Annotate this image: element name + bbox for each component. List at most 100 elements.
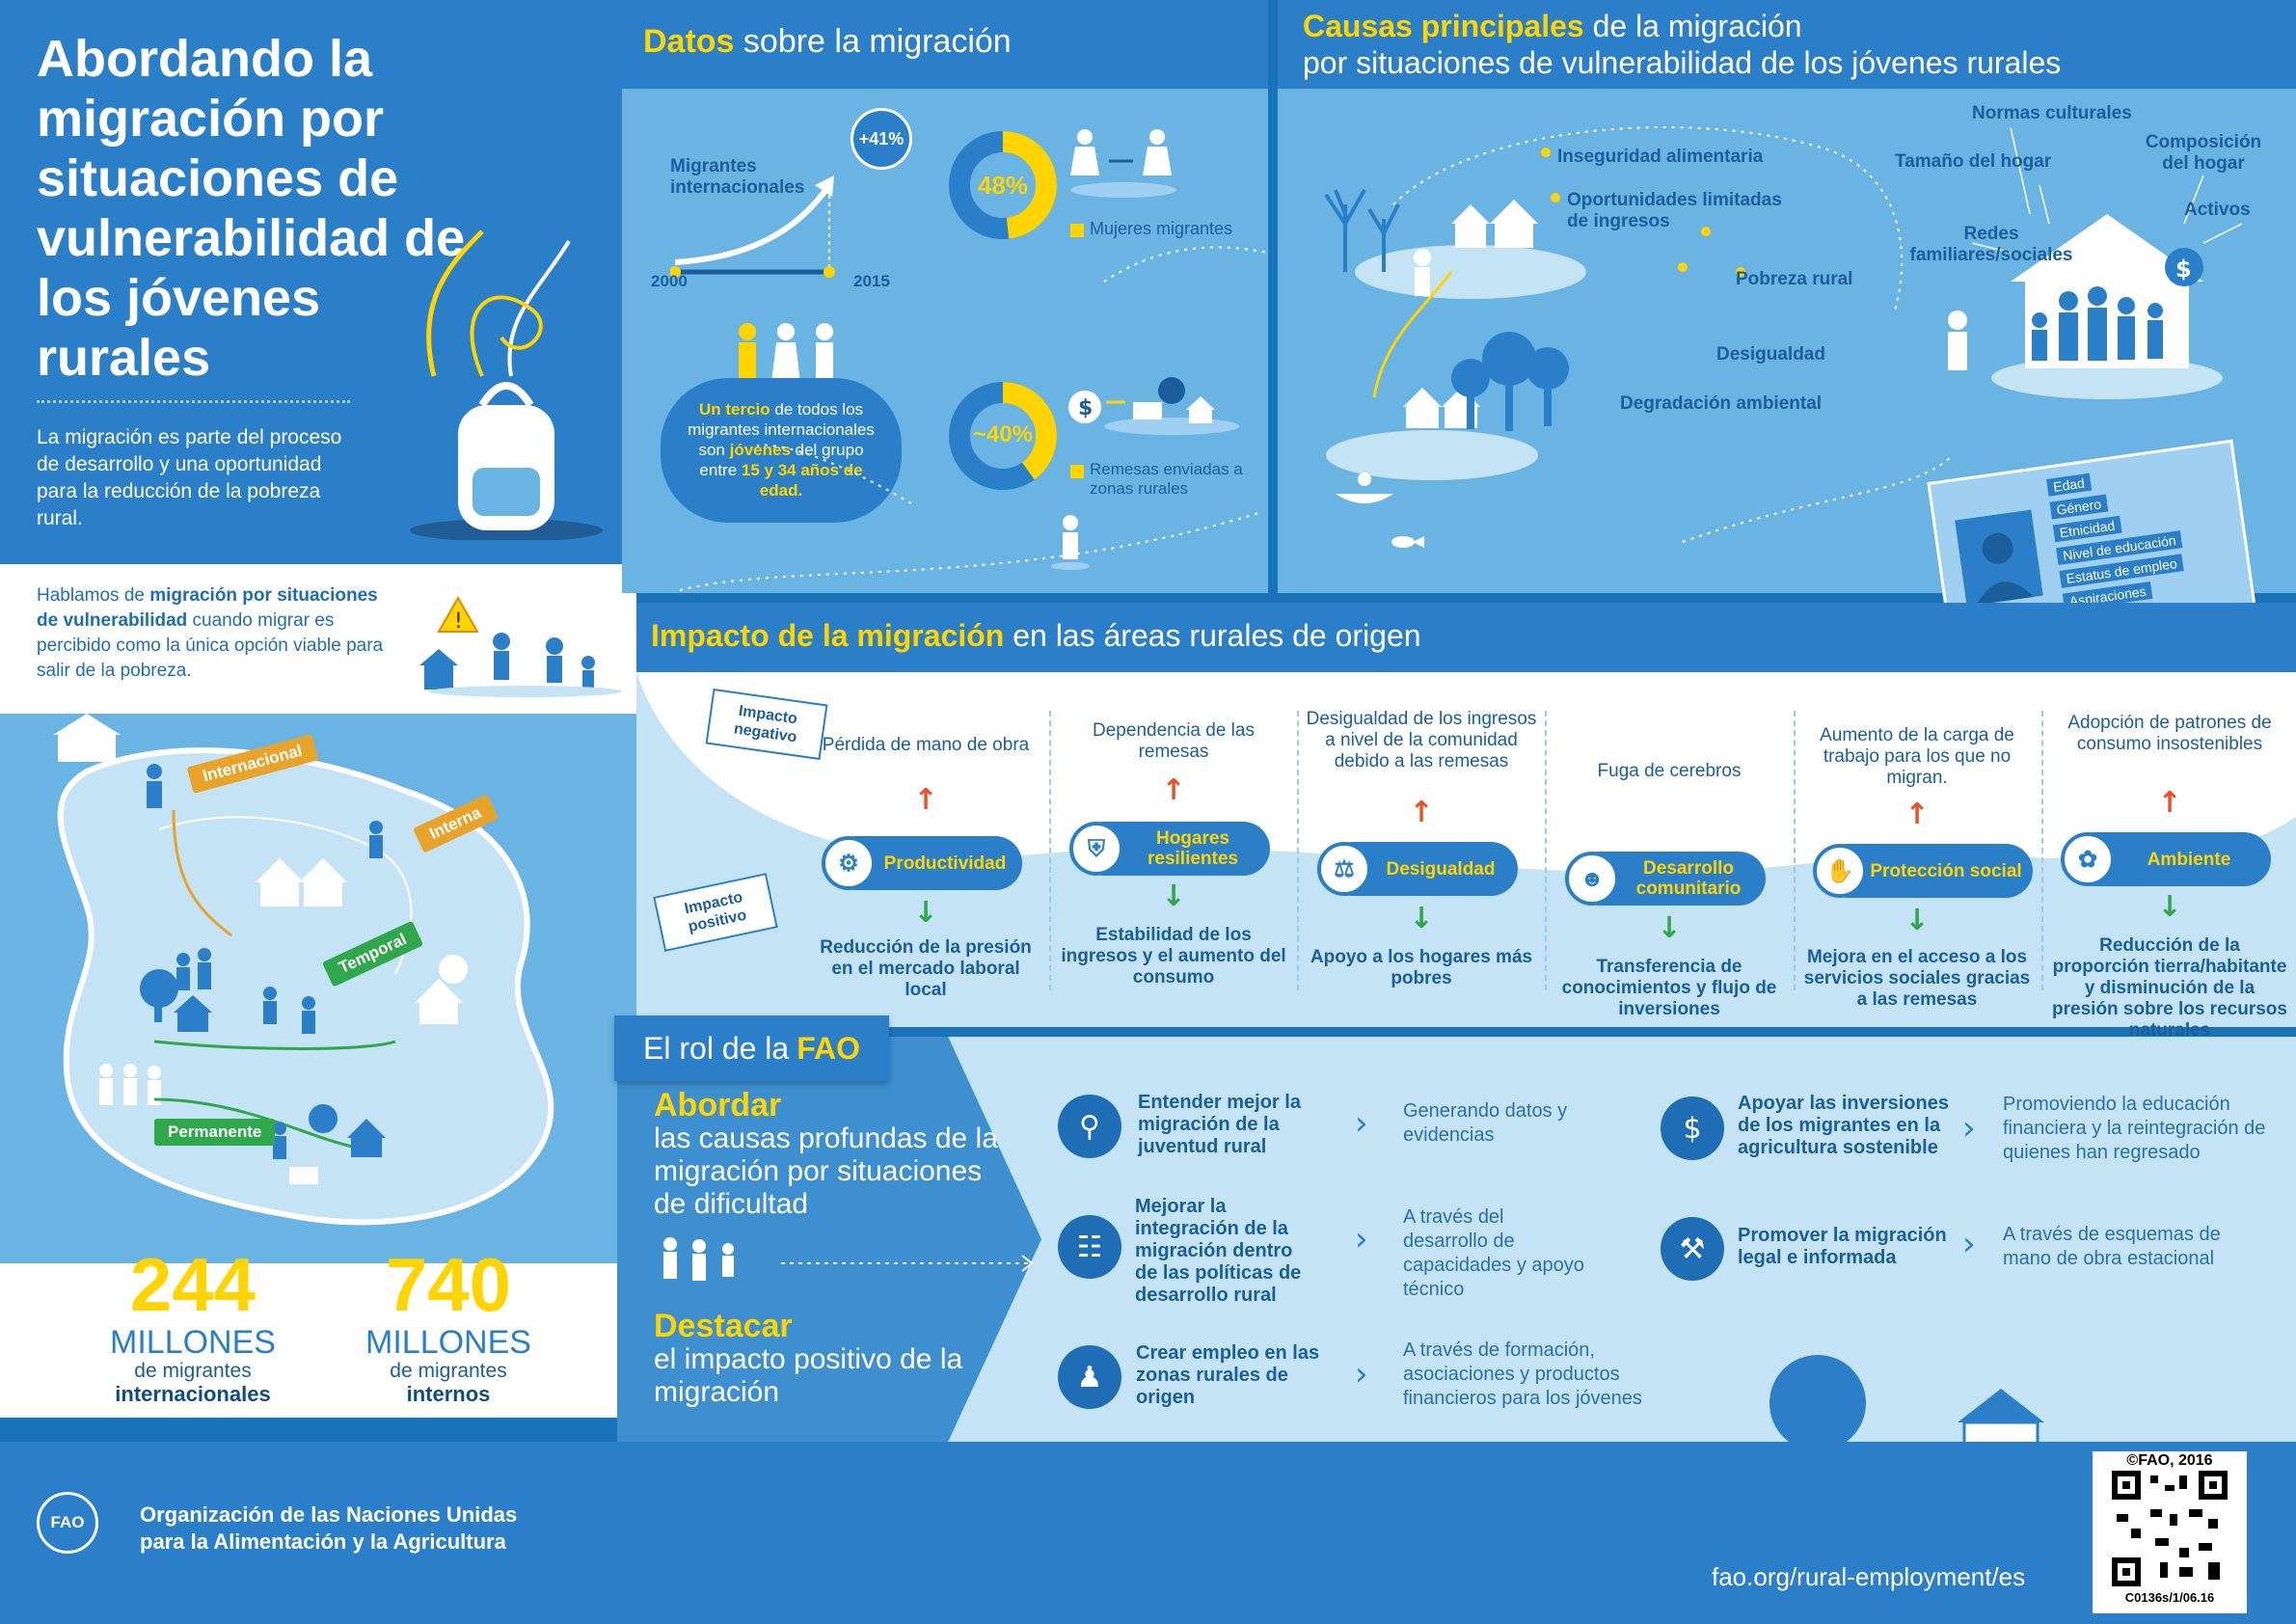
year-end: 2015 [853,272,890,290]
impact-column-productividad: Pérdida de mano de obra ↑ ⚙Productividad… [810,672,1041,1029]
backpack-icon [410,230,603,540]
remit-label: Remesas enviadas a zonas rurales [1090,460,1243,498]
gavel-icon: ⚒ [1661,1217,1724,1281]
definition-bold: migración por situaciones de vulnerabili… [37,585,378,631]
stat-unit: MILLONES [110,1324,276,1361]
stat-line2: internacionales [115,1382,271,1406]
gears-icon: ⚙ [822,836,876,890]
qr-code-icon [2112,1471,2228,1586]
impact-pill: ✋Protección social [1813,844,2033,898]
impact-negative-text: Desigualdad de los ingresos a nivel de l… [1306,709,1537,771]
chevron-right-icon: › [1355,1355,1368,1394]
cause-limited-income: Oportunidades limitadas de ingresos [1567,190,1782,231]
definition-text: Hablamos de migración por situaciones de… [37,583,393,684]
year-start: 2000 [651,272,688,290]
datos-title: Datos sobre la migración [643,23,1012,61]
card-field: Edad [2046,473,2092,497]
youth-mid1: de todos los migrantes internacionales s… [688,400,875,459]
cause-environment: Degradación ambiental [1620,393,1823,414]
stat-number: 244 [129,1242,257,1327]
youth-bubble: Un tercio de todos los migrantes interna… [661,378,902,523]
women-label: Mujeres migrantes [1090,219,1233,238]
impact-positive-text: Reducción de la proporción tierra/habita… [2052,935,2287,1041]
definition-pre: Hablamos de [37,585,150,606]
impact-column-ambiente: Adopción de patrones de consumo insosten… [2049,672,2290,1041]
chevron-right-icon: › [1962,1109,1976,1148]
impact-pill-label: Hogares resilientes [1148,828,1238,869]
col-divider [1794,711,1796,990]
definition-card: Hablamos de migración por situaciones de… [0,564,636,714]
role-desc: A través del desarrollo de capacidades y… [1403,1206,1584,1300]
women-migrant-icon [1070,129,1176,198]
impact-pill-label: Protección social [1870,860,2022,881]
remittance-donut [949,382,1057,490]
datos-header: Datos sobre la migración [622,0,1268,89]
org-name: Organización de las Naciones Unidas para… [140,1502,517,1556]
col-divider [2041,711,2043,990]
impact-pill: ⚖Desigualdad [1317,842,1518,896]
head-gear-icon: ☻ [1565,852,1619,906]
role-desc: A través de esquemas de mano de obra est… [2003,1224,2221,1269]
impact-positive-text: Mejora en el acceso a los servicios soci… [1803,947,2031,1010]
impact-pill: ☻ Desarrollo comunitario [1565,852,1766,906]
destacar-heading: Destacar [654,1308,793,1344]
growth-badge: +41% [851,108,912,170]
destacar-text: el impacto positivo de la migración [654,1343,963,1408]
doc-code: C0136s/1/06.16 [2124,1590,2215,1605]
svg-text:$: $ [2175,256,2192,283]
abordar-heading: Abordar [654,1087,782,1123]
household-networks: Redes familiares/sociales [1909,224,2073,265]
household-size: Tamaño del hogar [1895,151,2052,172]
arrow-up-icon: ↑ [1161,773,1186,807]
definition-post: cuando migrar es percibido como la única… [37,610,384,681]
impact-negative-text: Adopción de patrones de consumo insosten… [2067,713,2272,754]
id-avatar-icon [1955,509,2043,607]
cause-food-insecurity: Inseguridad alimentaria [1557,147,1764,167]
document-icon: ☷ [1058,1215,1121,1279]
impacto-title-rest: en las áreas rurales de origen [1004,618,1421,653]
arrow-down-icon: ↓ [1657,911,1682,945]
impact-negative-text: Fuga de cerebros [1597,761,1742,781]
impact-column-hogares: Dependencia de las remesas ↑ ⛨Hogares re… [1058,672,1289,1029]
impact-positive-text: Transferencia de conocimientos y flujo d… [1561,957,1777,1019]
family-walking-icon [663,1237,1034,1281]
abordar-text: las causas profundas de la migración por… [654,1123,998,1220]
arrow-down-icon: ↓ [1161,880,1186,913]
leaf-icon: ✿ [2061,832,2115,886]
household-assets: Activos [2184,200,2251,220]
youth-hl3: 15 y 34 años de edad. [741,461,863,500]
stat-international: 244 MILLONES de migrantes internacionale… [96,1244,289,1406]
youth-mid2: del grupo entre [699,441,864,479]
impact-negative-text: Dependencia de las remesas [1093,720,1255,762]
tag-permanente: Permanente [154,1119,276,1146]
qr-block: ©FAO, 2016 C0136s/1/06.16 [2093,1451,2247,1613]
destacar-block: Destacar el impacto positivo de la migra… [654,1309,1020,1409]
migrant-walker-icon [1051,515,1090,570]
role-title: Entender mejor la migración de la juvent… [1138,1092,1301,1157]
stat-line2: internos [406,1382,491,1406]
arrow-down-icon: ↓ [1904,904,1930,937]
card-field: Etnicidad [2052,515,2122,543]
causas-title-rest: de la migración [1583,9,1802,43]
causas-illustration: $ [1324,126,2243,548]
divider [37,400,350,403]
impacto-title-hl: Impacto de la migración [651,618,1005,653]
datos-body: Migrantes internacionales +41% 2000 2015… [622,89,1268,591]
datos-dotted-path [679,246,1268,591]
causas-title-hl: Causas principales [1303,9,1584,43]
footer-link[interactable]: fao.org/rural-employment/es [1712,1562,2026,1591]
women-pct: 48% [977,171,1029,200]
arrow-up-icon: ↑ [2157,786,2182,820]
org-line2: para la Alimentación y la Agricultura [140,1529,506,1554]
role-title: Crear empleo en las zonas rurales de ori… [1136,1342,1320,1408]
arrow-down-icon: ↓ [913,896,938,930]
impact-pill-label: Desarrollo comunitario [1635,858,1742,899]
impact-pill-label: Productividad [883,853,1007,874]
id-card-fields: Edad Género Etnicidad Nivel de educación… [2046,453,2247,616]
impacto-header: Impacto de la migración en las áreas rur… [636,603,2296,672]
impact-pill: ⚙ Productividad [822,836,1022,890]
footer: FAO Organización de las Naciones Unidas … [0,1442,2296,1624]
impact-negative-text: Pérdida de mano de obra [822,735,1030,755]
arrow-up-icon: ↑ [1409,796,1434,829]
stat-line1: de migrantes [134,1360,252,1382]
